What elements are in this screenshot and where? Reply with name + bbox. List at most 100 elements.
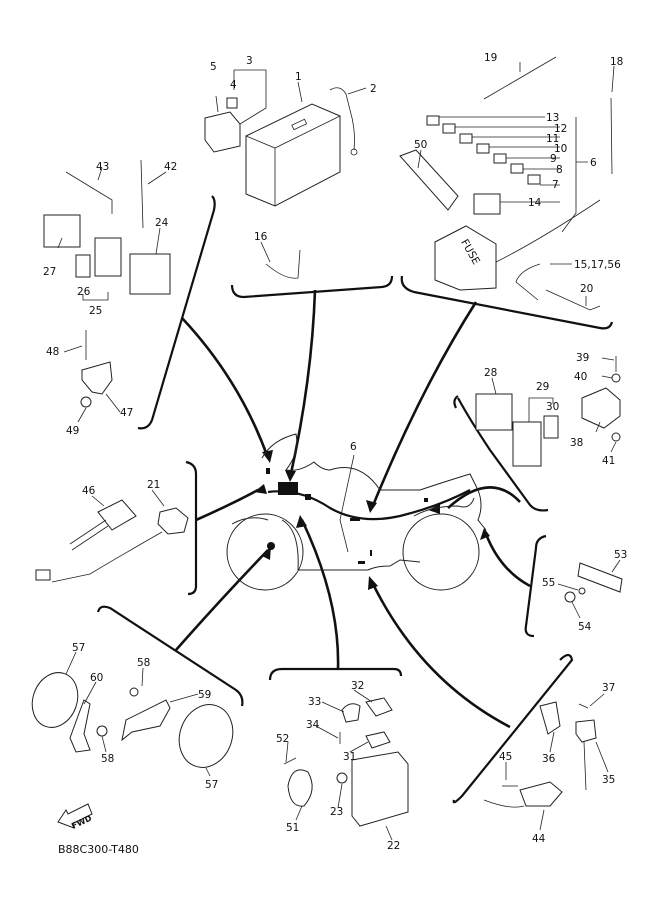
leader-front-reflector xyxy=(175,549,269,651)
callout-9: 9 xyxy=(550,153,557,165)
fwd-indicator: FWD xyxy=(57,803,93,831)
callout-54: 54 xyxy=(578,621,592,633)
callout-36: 36 xyxy=(542,753,556,765)
flasher-marker xyxy=(350,518,360,521)
reflector-53 xyxy=(577,562,623,593)
frame-lower xyxy=(298,559,421,571)
callout-4: 4 xyxy=(230,79,237,91)
leader-fuse xyxy=(370,301,478,509)
sensor-38 xyxy=(581,387,621,429)
cable-tie-19 xyxy=(483,56,557,100)
callout-6-harness: 6 xyxy=(350,441,357,453)
washer-55 xyxy=(578,587,586,595)
clamp-18 xyxy=(610,97,613,175)
leader-relay-left xyxy=(181,317,270,459)
nut-58-right xyxy=(129,687,139,697)
callout-33: 33 xyxy=(308,696,321,708)
callout-53: 53 xyxy=(614,549,627,561)
bracket-horn-ecu-group xyxy=(268,667,403,681)
callout-58-bottom: 58 xyxy=(101,753,114,765)
diagram-code: B88C300-T480 xyxy=(58,843,139,856)
sensor-lead-42 xyxy=(140,159,144,229)
arrowhead xyxy=(262,450,273,463)
headlight-marker xyxy=(267,542,275,550)
relay-marker xyxy=(305,494,311,500)
battery-group xyxy=(204,87,358,279)
relay-28 xyxy=(475,393,513,431)
callout-52: 52 xyxy=(276,733,289,745)
callout-26: 26 xyxy=(77,286,91,298)
screw-37 xyxy=(578,703,589,709)
relay-group xyxy=(43,159,171,408)
callout-leaders xyxy=(57,62,621,841)
fwd-arrow-icon xyxy=(57,803,93,829)
leader-right-relay xyxy=(447,486,521,509)
bracket-right-relay-arc xyxy=(457,397,549,512)
callout-27: 27 xyxy=(43,266,56,278)
fuse-box xyxy=(434,225,497,291)
callout-leader-6-harness xyxy=(339,454,355,553)
callout-34: 34 xyxy=(306,719,320,731)
relay-fuse xyxy=(226,97,238,109)
fuse-7 xyxy=(527,174,541,185)
callout-45: 45 xyxy=(499,751,512,763)
speed-sensor-47 xyxy=(81,361,113,395)
callout-59: 59 xyxy=(198,689,211,701)
callout-46: 46 xyxy=(82,485,96,497)
arrowhead xyxy=(254,484,267,494)
arrowhead xyxy=(480,528,490,540)
relay-25 xyxy=(94,237,122,277)
battery xyxy=(245,103,341,207)
callout-47: 47 xyxy=(120,407,133,419)
arrowhead xyxy=(285,470,296,482)
washer-40 xyxy=(611,373,621,383)
arrowhead xyxy=(368,576,378,590)
wire-lead-20 xyxy=(545,289,601,311)
callout-57-right: 57 xyxy=(205,779,218,791)
callout-32: 32 xyxy=(351,680,364,692)
leader-sensor xyxy=(370,581,511,729)
bracket-60 xyxy=(69,699,91,753)
bracket-right-relay-group xyxy=(453,395,459,409)
fuse-10 xyxy=(476,143,490,154)
callout-35: 35 xyxy=(602,774,615,786)
relay-29 xyxy=(512,421,542,467)
arrowhead xyxy=(296,515,307,528)
socket-21 xyxy=(157,507,189,535)
bracket-front-reflector-group xyxy=(96,605,244,707)
clamp-32 xyxy=(365,697,393,717)
callout-57-left: 57 xyxy=(72,642,85,654)
callout-28: 28 xyxy=(484,367,497,379)
callout-41: 41 xyxy=(602,455,615,467)
socket-group xyxy=(35,499,189,583)
leader-socket xyxy=(195,488,259,522)
motorcycle-silhouette xyxy=(226,433,487,591)
starter-relay xyxy=(204,111,241,153)
bracket-relay-group xyxy=(137,195,216,430)
callout-60: 60 xyxy=(90,672,103,684)
bolt-52 xyxy=(283,757,297,765)
callout-23: 23 xyxy=(330,806,343,818)
front-fender xyxy=(231,517,299,571)
sensor-44 xyxy=(519,781,563,807)
leader-reflector-right xyxy=(484,533,531,588)
fuse-9 xyxy=(493,153,507,164)
tail-marker xyxy=(424,498,428,502)
callout-1: 1 xyxy=(295,71,302,83)
fuse-13 xyxy=(426,115,440,126)
fuse-puller-14 xyxy=(473,193,501,215)
fairing-outline xyxy=(261,433,487,531)
callout-19: 19 xyxy=(484,52,497,64)
horn-ecu-group xyxy=(283,697,409,827)
sensor-group xyxy=(483,701,597,808)
callout-55: 55 xyxy=(542,577,555,589)
callout-49: 49 xyxy=(66,425,79,437)
callout-42: 42 xyxy=(164,161,177,173)
right-relay-group xyxy=(475,356,621,467)
callout-30: 30 xyxy=(546,401,559,413)
callout-29: 29 xyxy=(536,381,549,393)
bracket-sensor-group xyxy=(452,653,574,804)
callout-11: 11 xyxy=(546,133,559,145)
flasher-24 xyxy=(129,253,171,295)
